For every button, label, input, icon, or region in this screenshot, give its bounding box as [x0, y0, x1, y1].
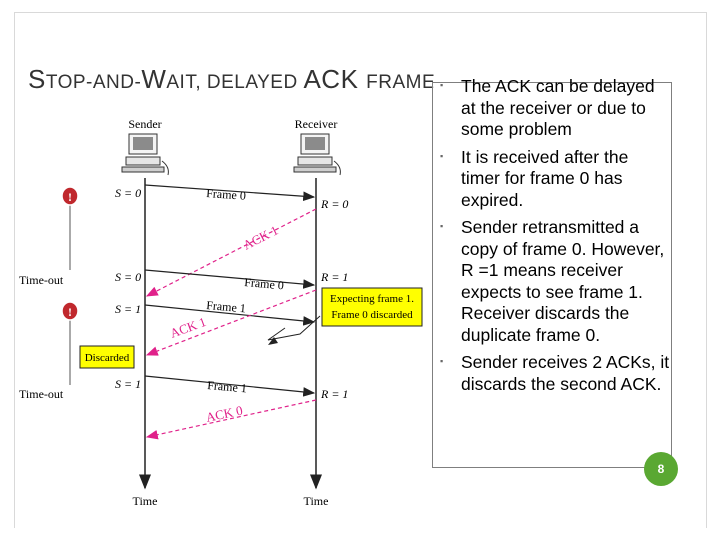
discarded-text: Discarded: [85, 352, 130, 364]
frame-arrow: [145, 270, 314, 285]
frame-label: Frame 1: [207, 378, 248, 395]
bullet-text: It is received after the timer for frame…: [461, 147, 628, 210]
bullet-text: The ACK can be delayed at the receiver o…: [461, 76, 655, 139]
sender-state: S = 1: [115, 302, 141, 316]
sender-computer-icon: [122, 134, 168, 175]
receiver-state: R = 1: [320, 387, 348, 401]
bullet-item: It is received after the timer for frame…: [440, 147, 670, 212]
alert-icon: !: [62, 187, 78, 205]
time-label-sender: Time: [133, 494, 158, 508]
bullet-item: Sender retransmitted a copy of frame 0. …: [440, 217, 670, 346]
expecting-frame-text: Expecting frame 1.: [330, 293, 414, 305]
bullet-item: The ACK can be delayed at the receiver o…: [440, 76, 670, 141]
timeout-label: Time-out: [19, 273, 64, 287]
sender-state: S = 0: [115, 270, 141, 284]
alert-icon: !: [62, 302, 78, 320]
receiver-state: R = 1: [320, 270, 348, 284]
receiver-label: Receiver: [295, 117, 338, 131]
bullet-text: Sender receives 2 ACKs, it discards the …: [461, 352, 669, 394]
sender-state: S = 0: [115, 186, 141, 200]
bullet-list: The ACK can be delayed at the receiver o…: [440, 76, 670, 401]
bullet-item: Sender receives 2 ACKs, it discards the …: [440, 352, 670, 395]
sender-state: S = 1: [115, 377, 141, 391]
svg-text:!: !: [68, 190, 72, 204]
bullet-text: Sender retransmitted a copy of frame 0. …: [461, 217, 664, 345]
receiver-state: R = 0: [320, 197, 348, 211]
page-number: 8: [658, 462, 665, 476]
sender-label: Sender: [128, 117, 161, 131]
expecting-frame-text: Frame 0 discarded: [331, 309, 413, 321]
receiver-computer-icon: [294, 134, 340, 175]
svg-text:!: !: [68, 305, 72, 319]
frame-label: Frame 1: [206, 298, 247, 315]
timeout-label: Time-out: [19, 387, 64, 401]
frame-label: Frame 0: [244, 275, 285, 292]
frame-label: Frame 0: [206, 186, 247, 203]
time-label-receiver: Time: [304, 494, 329, 508]
ack-label: ACK 0: [205, 403, 245, 425]
page-number-badge: 8: [644, 452, 678, 486]
ack-label: ACK 1: [168, 314, 208, 341]
ack-label: ACK 1: [241, 222, 281, 252]
